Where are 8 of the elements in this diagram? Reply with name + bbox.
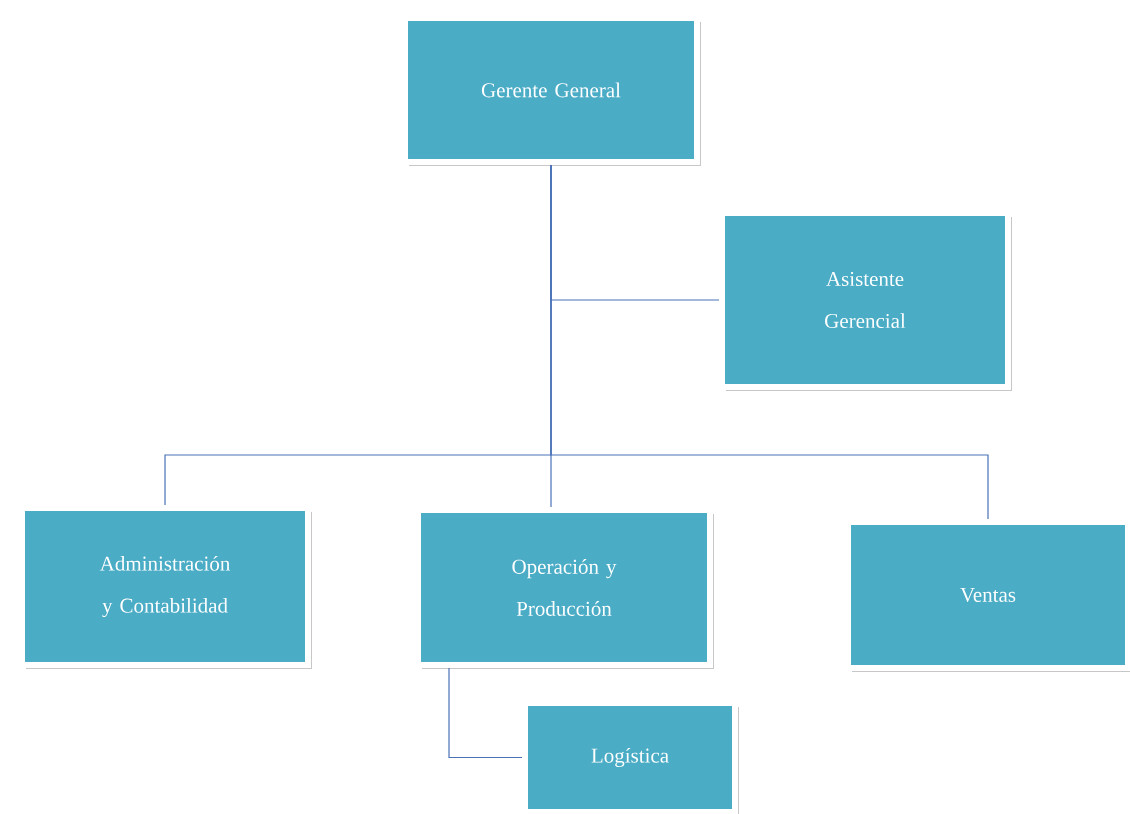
org-box: Ventas	[845, 519, 1130, 672]
connector-line	[448, 667, 523, 759]
connector-line	[550, 164, 989, 520]
org-box: Logística	[522, 700, 739, 814]
org-box: Asistente Gerencial	[719, 210, 1012, 391]
org-box: Operación y Producción	[415, 507, 714, 669]
org-box: Gerente General	[402, 15, 701, 166]
org-box: Administración y Contabilidad	[19, 505, 312, 669]
